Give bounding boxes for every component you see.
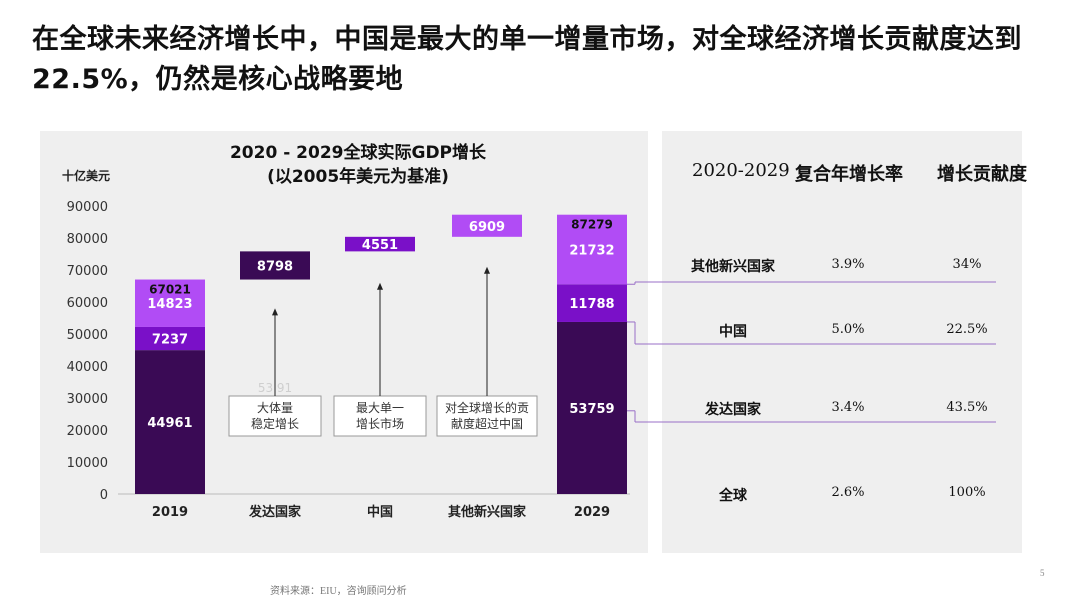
data-label: 53759 <box>569 402 614 417</box>
headline: 在全球未来经济增长中，中国是最大的单一增量市场，对全球经济增长贡献度达到22.5… <box>32 24 1022 95</box>
waterfall-bar <box>452 214 522 237</box>
y-tick-label: 0 <box>100 488 108 503</box>
data-label: 44961 <box>147 416 192 431</box>
y-tick-label: 30000 <box>67 392 108 407</box>
annotation-text: 稳定增长 <box>251 416 299 431</box>
chart-subtitle: (以2005年美元为基准) <box>267 166 449 187</box>
y-axis-label: 十亿美元 <box>62 168 110 183</box>
annotation-text: 献度超过中国 <box>451 416 523 431</box>
bar-segment <box>557 214 627 285</box>
annotation-text: 大体量 <box>257 401 293 415</box>
faint-label: 53 91 <box>258 381 292 395</box>
data-label: 4551 <box>362 238 398 253</box>
data-label: 14823 <box>147 297 192 312</box>
bar-segment <box>557 321 627 494</box>
table-row-contrib: 22.5% <box>946 322 988 337</box>
data-label: 11788 <box>569 297 614 312</box>
table-row-name: 全球 <box>719 488 747 504</box>
annotation-text: 增长市场 <box>356 416 404 431</box>
x-tick-label: 发达国家 <box>248 504 302 520</box>
table-row-name: 发达国家 <box>705 402 761 418</box>
annotation-text: 最大单一 <box>356 401 404 415</box>
arrow-head <box>377 282 383 290</box>
arrow-head <box>484 266 490 274</box>
annotation-box <box>333 395 427 437</box>
y-tick-label: 90000 <box>67 200 108 215</box>
annotation-text: 对全球增长的贡 <box>445 400 529 415</box>
data-label: 7237 <box>152 333 188 348</box>
page-number: 5 <box>1040 568 1045 578</box>
y-tick-label: 40000 <box>67 360 108 375</box>
table-row-cagr: 3.4% <box>831 400 865 415</box>
x-tick-label: 2019 <box>152 505 188 520</box>
waterfall-bar <box>240 251 310 280</box>
y-tick-label: 60000 <box>67 296 108 311</box>
arrow-head <box>272 308 278 316</box>
data-label: 6909 <box>469 220 505 235</box>
y-tick-label: 20000 <box>67 424 108 439</box>
bar-segment <box>557 284 627 322</box>
data-label: 21732 <box>569 243 614 258</box>
total-label: 87279 <box>571 218 613 232</box>
x-tick-label: 其他新兴国家 <box>448 504 527 520</box>
table-row-name: 中国 <box>719 324 747 340</box>
table-header-period: 2020-2029 <box>692 160 790 181</box>
y-tick-label: 80000 <box>67 232 108 247</box>
y-tick-label: 10000 <box>67 456 108 471</box>
table-row-contrib: 34% <box>952 257 982 272</box>
bar-segment <box>135 326 205 351</box>
waterfall-bar <box>345 236 415 252</box>
bar-segment <box>135 350 205 494</box>
table-row-contrib: 100% <box>948 485 986 500</box>
table-header-contrib: 增长贡献度 <box>937 164 1027 185</box>
table-row-cagr: 3.9% <box>831 257 865 272</box>
table-row-cagr: 5.0% <box>831 322 865 337</box>
table-row-name: 其他新兴国家 <box>691 259 775 275</box>
table-panel <box>662 131 1022 553</box>
x-tick-label: 中国 <box>367 504 393 520</box>
data-label: 8798 <box>257 259 293 274</box>
table-header-cagr: 复合年增长率 <box>795 164 903 185</box>
source-note: 资料来源：EIU，咨询顾问分析 <box>270 586 407 597</box>
bar-segment <box>135 279 205 327</box>
table-row-contrib: 43.5% <box>946 400 988 415</box>
x-tick-label: 2029 <box>574 505 610 520</box>
table-row-cagr: 2.6% <box>831 485 865 500</box>
y-tick-label: 70000 <box>67 264 108 279</box>
total-label: 67021 <box>149 283 191 297</box>
y-tick-label: 50000 <box>67 328 108 343</box>
chart-title: 2020 - 2029全球实际GDP增长 <box>230 142 487 163</box>
